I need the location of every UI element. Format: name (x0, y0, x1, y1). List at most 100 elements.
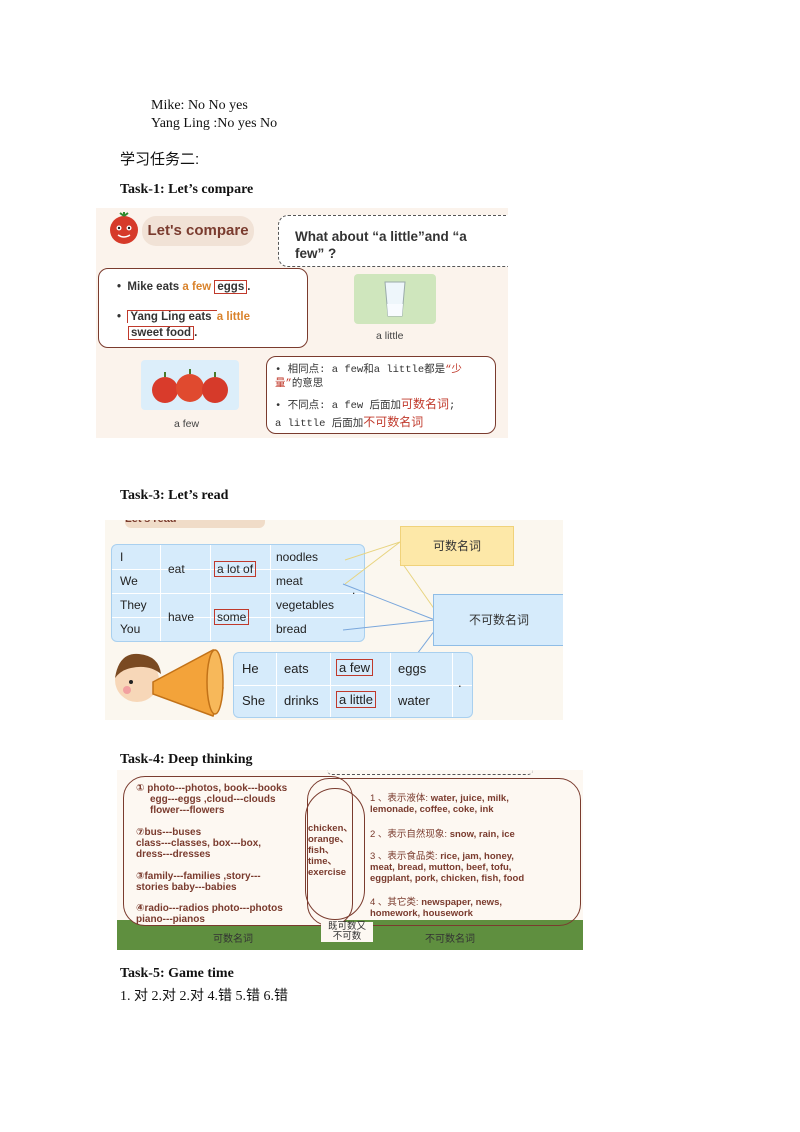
dashed-top (327, 770, 533, 775)
noun-cell: meat (276, 574, 303, 588)
both-word: exercise (308, 867, 347, 878)
countable-group-1: ① photo---photos, book---books egg---egg… (136, 783, 346, 816)
sentence-2-highlight: a little (216, 311, 251, 323)
countable-group-3: ③family---families ,story--- stories bab… (136, 871, 346, 893)
task3-title: Task-3: Let’s read (120, 488, 229, 503)
both-word: chicken、 (308, 823, 353, 834)
sentence-2-end: . (194, 327, 198, 339)
upper-table: I We They You eat have a lot of some noo… (111, 544, 365, 642)
subject-cell: You (120, 622, 141, 636)
task5-answers: 1. 对 2.对 2.对 4.错 5.错 6.错 (120, 989, 288, 1004)
countable-line: ③family---families ,story--- (136, 871, 261, 882)
noun-cell: vegetables (276, 598, 335, 612)
countable-group-4: ④radio---radios photo---photos piano---p… (136, 903, 346, 925)
note-bubble: • 相同点: a few和a little都是“少量”的意思 • 不同点: a … (266, 356, 496, 434)
both-words: chicken、 orange、 fish、 time、 exercise (308, 823, 353, 878)
caption-uncountable: 不可数名词 (425, 934, 475, 945)
lets-compare-badge: Let's compare (142, 216, 254, 246)
bullet: • (117, 311, 128, 323)
mike-answer: Mike: No No yes (151, 98, 248, 113)
note3-b: 不可数名词 (363, 416, 424, 430)
glass-image (354, 274, 436, 324)
note2-a: 不同点: a few 后面加 (287, 400, 402, 412)
both-word: fish、 (308, 845, 335, 856)
girl-megaphone-icon (115, 648, 224, 717)
noun-cell: eggs (398, 661, 427, 676)
quantifier-boxed: a lot of (214, 561, 257, 577)
bullet: • (275, 364, 288, 376)
period: . (458, 675, 462, 690)
countable-group-2: ⑦bus---buses class---classes, box---box,… (136, 827, 346, 860)
uncountable-words: snow, rain, ice (449, 829, 515, 840)
note-line-3: a little 后面加不可数名词 (275, 413, 423, 430)
noun-cell: noodles (276, 550, 319, 564)
subject-cell: They (120, 598, 147, 612)
uncountable-words: meat, bread, mutton, beef, tofu, (370, 862, 512, 873)
countable-line: class---classes, box---box, (136, 838, 262, 849)
yangling-answer: Yang Ling :No yes No (151, 116, 278, 131)
note-line-1: • 相同点: a few和a little都是“少量”的意思 (275, 363, 489, 391)
noun-cell: water (398, 693, 430, 708)
category-label: 4 、其它类: (370, 897, 422, 908)
a-little-label: a little (376, 330, 404, 342)
countable-line: piano---pianos (136, 914, 205, 925)
bullet: • (117, 281, 128, 293)
a-few-label: a few (174, 418, 200, 430)
sentence-1-boxed: eggs (214, 280, 248, 294)
task1-panel: Let's compare What about “a little”and “… (96, 208, 508, 438)
uncountable-words: homework, housework (370, 908, 473, 919)
glass-icon (384, 281, 406, 317)
tomato-icon (110, 212, 138, 244)
sentence-2-pre: Yang Ling eats (127, 310, 217, 323)
both-word: orange、 (308, 834, 350, 845)
sentence-2: • Yang Ling eats a little sweet food. (117, 309, 250, 341)
question-bubble: What about “a little”and “a few” ? (278, 215, 508, 267)
caption-both-2: 不可数 (332, 931, 362, 942)
caption-countable: 可数名词 (213, 934, 253, 945)
countable-line: ⑦bus---buses (136, 827, 202, 838)
category-label: 3 、表示食品类: (370, 851, 441, 862)
noun-cell: bread (276, 622, 307, 636)
task4-title: Task-4: Deep thinking (120, 752, 253, 767)
sentence-1-end: . (247, 281, 251, 293)
countable-line: flower---flowers (150, 805, 225, 816)
sentence-bubble: • Mike eats a few eggs. • Yang Ling eats… (98, 268, 308, 348)
sentence-1: • Mike eats a few eggs. (117, 280, 251, 294)
task1-title: Task-1: Let’s compare (120, 182, 254, 197)
countable-line: ① photo---photos, book---books (136, 783, 288, 794)
both-word: time、 (308, 856, 338, 867)
countable-line: ④radio---radios photo---photos (136, 903, 283, 914)
apples-image (141, 360, 239, 410)
note1-b: “少量” (275, 364, 462, 390)
countable-line: dress---dresses (136, 849, 211, 860)
sentence-1-highlight: a few (182, 281, 212, 293)
uncountable-words: newspaper, news, (421, 897, 502, 908)
verb-cell: eats (284, 661, 309, 676)
quantifier-boxed: a little (336, 691, 376, 708)
countable-line: stories baby---babies (136, 882, 237, 893)
sentence-2-boxed: sweet food (128, 326, 195, 340)
uncountable-group-2: 2 、表示自然现象: snow, rain, ice (370, 829, 576, 840)
uncountable-words: eggplant, pork, chicken, fish, food (370, 873, 525, 884)
both-bubble: chicken、 orange、 fish、 time、 exercise (305, 788, 365, 920)
uncountable-group-3: 3 、表示食品类: rice, jam, honey, meat, bread,… (370, 851, 576, 884)
uncountable-bubble: 1 、表示液体: water, juice, milk, lemonade, c… (307, 778, 581, 926)
verb-cell: eat (168, 562, 185, 576)
caption-both: 既可数又 不可数 (321, 922, 373, 942)
countable-line: egg---eggs ,cloud---clouds (150, 794, 276, 805)
task4-panel: ① photo---photos, book---books egg---egg… (117, 770, 583, 950)
note1-a: 相同点: a few和a little都是 (287, 364, 446, 376)
task5-title: Task-5: Game time (120, 966, 234, 981)
verb-cell: drinks (284, 693, 319, 708)
lower-table: He She eats drinks a few a little eggs w… (233, 652, 473, 718)
question-text: What about “a little”and “a few” ? (295, 229, 467, 261)
uncountable-words: rice, jam, honey, (440, 851, 514, 862)
caption-both-1: 既可数又 (327, 921, 366, 932)
sentence-1-pre: Mike eats (127, 281, 183, 293)
subject-cell: She (242, 693, 266, 708)
countable-label: 可数名词 (400, 526, 514, 566)
note2-c: ; (449, 400, 456, 412)
verb-cell: have (168, 610, 195, 624)
subject-cell: He (242, 661, 259, 676)
section-heading: 学习任务二: (120, 151, 200, 168)
